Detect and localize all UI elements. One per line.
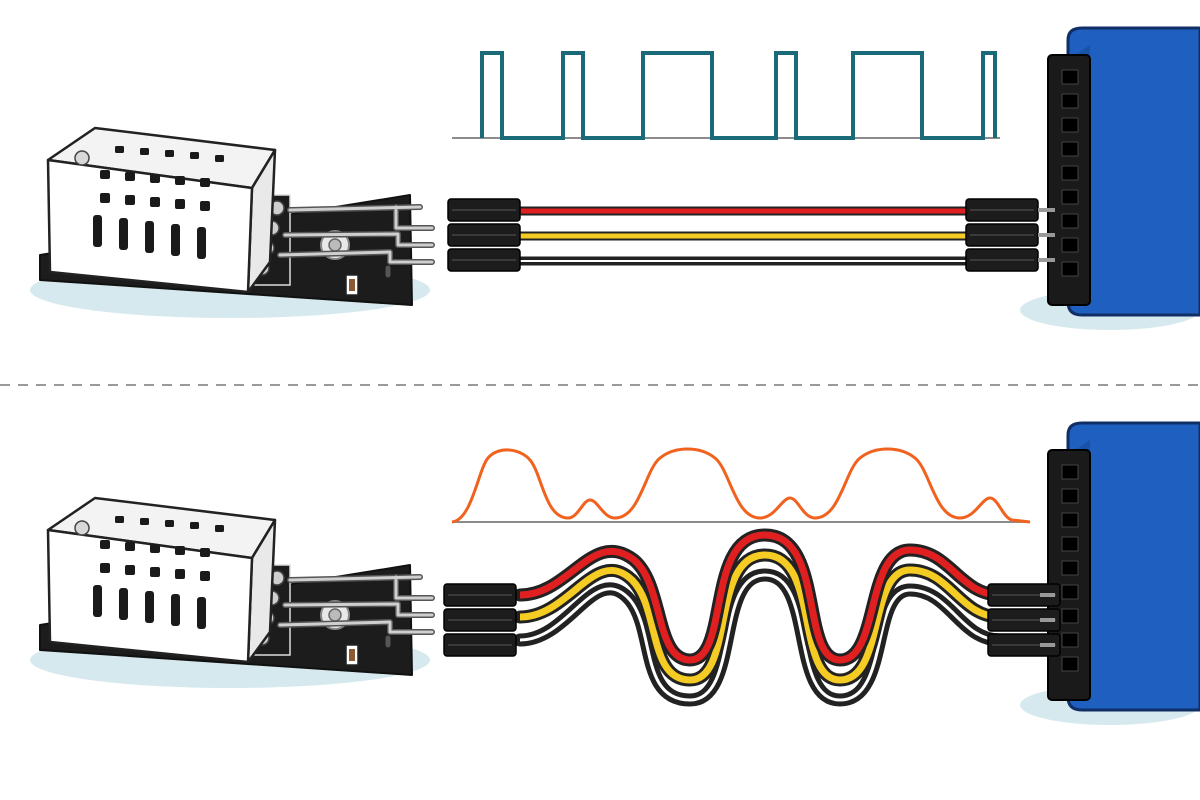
- sensor-dupont-connector-icon: [447, 198, 521, 272]
- distorted-wave-signal: [451, 447, 1031, 524]
- panel-long-looped-wiring: [30, 421, 1200, 727]
- sensor-module-icon: [30, 128, 432, 318]
- square-wave-signal: [480, 51, 997, 140]
- sensor-module-icon: [30, 498, 432, 688]
- board-dupont-connector-icon: [965, 198, 1039, 272]
- panel-short-straight-wiring: [30, 26, 1200, 332]
- sensor-dupont-connector-icon: [443, 583, 517, 657]
- microcontroller-header-icon: [1018, 421, 1200, 727]
- microcontroller-header-icon: [1018, 26, 1200, 332]
